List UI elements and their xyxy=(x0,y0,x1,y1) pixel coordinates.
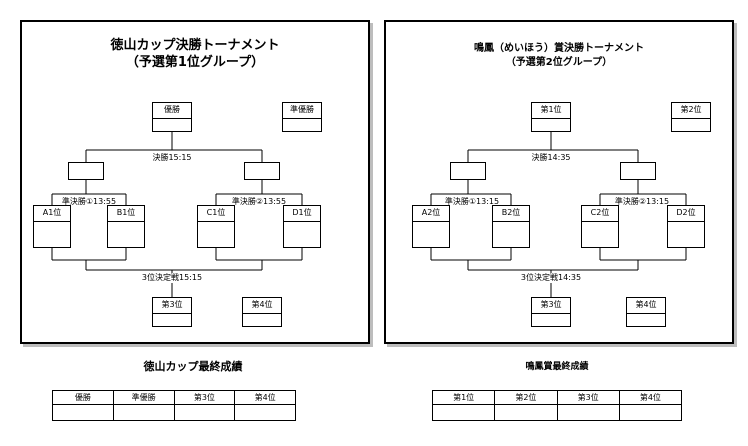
bracket-panel-meiho-award: 鳴鳳（めいほう）賞決勝トーナメント （予選第2位グループ） 第1位 第2位 決勝… xyxy=(384,20,734,344)
results-value-cell xyxy=(431,404,496,421)
final-match-label: 決勝15:15 xyxy=(151,153,193,163)
third-place-match-label: 3位決定戦15:15 xyxy=(140,273,204,283)
second-place-box: 第2位 xyxy=(671,102,711,132)
team-box-a: A2位 xyxy=(412,205,450,248)
fourth-place-box-label: 第4位 xyxy=(243,298,281,314)
bracket-panel-tokuyama-cup: 徳山カップ決勝トーナメント （予選第1位グループ） 優勝 準優勝 決勝15:15… xyxy=(20,20,370,344)
results-value-cell xyxy=(173,404,236,421)
team-box-label: C2位 xyxy=(582,206,618,222)
finalist-slot-2 xyxy=(244,162,280,180)
team-box-c: C2位 xyxy=(581,205,619,248)
third-place-box: 第3位 xyxy=(152,297,192,327)
results-table-meiho-award: 第1位 第2位 第3位 第4位 xyxy=(431,390,683,421)
bracket-title: 徳山カップ決勝トーナメント xyxy=(110,38,280,53)
team-box-label: A1位 xyxy=(34,206,70,222)
finalist-slot-1 xyxy=(450,162,486,180)
final-match-label: 決勝14:35 xyxy=(530,153,572,163)
bracket-lines xyxy=(51,132,303,297)
results-header-cell: 第4位 xyxy=(618,390,683,405)
fourth-place-box-label: 第4位 xyxy=(627,298,665,314)
third-place-box-label: 第3位 xyxy=(153,298,191,314)
team-box-label: B2位 xyxy=(493,206,529,222)
third-place-box-label: 第3位 xyxy=(532,298,570,314)
bracket-title: 鳴鳳（めいほう）賞決勝トーナメント xyxy=(474,43,644,54)
first-place-box-label: 第1位 xyxy=(532,103,570,119)
semifinal-1-label: 準決勝①13:15 xyxy=(443,197,501,207)
runner-up-box: 準優勝 xyxy=(282,102,322,132)
team-box-d: D1位 xyxy=(283,205,321,248)
results-value-cell xyxy=(494,404,558,421)
semifinal-2-label: 準決勝②13:55 xyxy=(230,197,288,207)
results-value-cell xyxy=(618,404,683,421)
team-box-label: D1位 xyxy=(284,206,320,222)
results-header-cell: 準優勝 xyxy=(112,390,175,405)
third-place-match-label: 3位決定戦14:35 xyxy=(519,273,583,283)
team-box-b: B2位 xyxy=(492,205,530,248)
results-value-cell xyxy=(556,404,620,421)
semifinal-1-label: 準決勝①13:55 xyxy=(60,197,118,207)
results-header-cell: 第3位 xyxy=(556,390,620,405)
team-box-label: D2位 xyxy=(668,206,704,222)
results-header-cell: 第2位 xyxy=(494,390,558,405)
team-box-c: C1位 xyxy=(197,205,235,248)
second-place-box-label: 第2位 xyxy=(672,103,710,119)
team-box-label: A2位 xyxy=(413,206,449,222)
results-header-cell: 優勝 xyxy=(52,390,114,405)
results-header-cell: 第4位 xyxy=(234,390,296,405)
third-place-box: 第3位 xyxy=(531,297,571,327)
semifinal-2-label: 準決勝②13:15 xyxy=(613,197,671,207)
results-title-tokuyama-cup: 徳山カップ最終成績 xyxy=(143,360,243,373)
results-value-cell xyxy=(52,404,114,421)
team-box-label: C1位 xyxy=(198,206,234,222)
results-value-cell xyxy=(234,404,296,421)
team-box-b: B1位 xyxy=(107,205,145,248)
results-value-cell xyxy=(112,404,175,421)
runner-up-box-label: 準優勝 xyxy=(283,103,321,119)
team-box-d: D2位 xyxy=(667,205,705,248)
team-box-label: B1位 xyxy=(108,206,144,222)
finalist-slot-1 xyxy=(68,162,104,180)
bracket-lines xyxy=(430,132,687,297)
fourth-place-box: 第4位 xyxy=(626,297,666,327)
winner-box: 優勝 xyxy=(152,102,192,132)
results-header-cell: 第3位 xyxy=(173,390,236,405)
bracket-subtitle: （予選第2位グループ） xyxy=(505,57,613,68)
results-table-tokuyama-cup: 優勝 準優勝 第3位 第4位 xyxy=(52,390,296,421)
results-header-cell: 第1位 xyxy=(431,390,496,405)
finalist-slot-2 xyxy=(620,162,656,180)
fourth-place-box: 第4位 xyxy=(242,297,282,327)
winner-box-label: 優勝 xyxy=(153,103,191,119)
first-place-box: 第1位 xyxy=(531,102,571,132)
bracket-subtitle: （予選第1位グループ） xyxy=(125,55,265,70)
results-title-meiho-award: 鳴鳳賞最終成績 xyxy=(525,362,589,372)
team-box-a: A1位 xyxy=(33,205,71,248)
